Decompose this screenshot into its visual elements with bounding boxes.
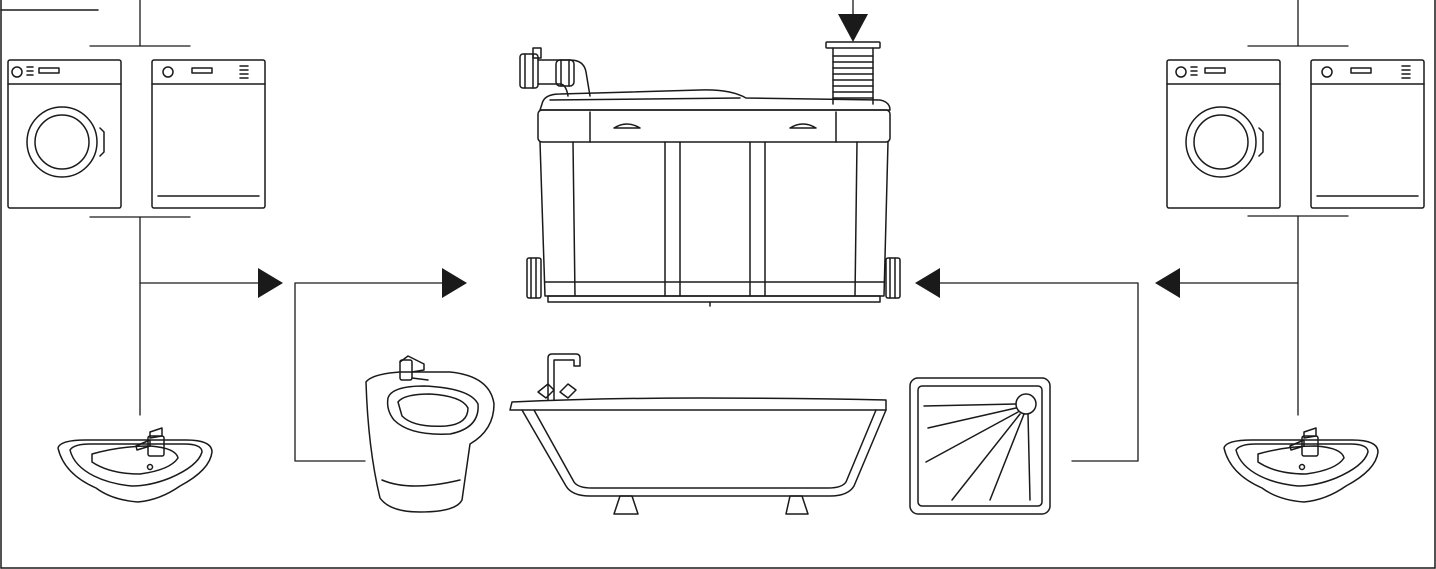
drain-pipes <box>90 0 1348 461</box>
arrow-right-icon <box>258 268 283 298</box>
dryer-right <box>1311 60 1424 208</box>
bathtub <box>510 354 886 514</box>
bidet <box>366 356 494 512</box>
washing-machine-left <box>8 60 121 208</box>
arrow-right-icon <box>442 268 467 298</box>
washbasin-left <box>58 428 212 502</box>
arrow-left-icon <box>1155 268 1180 298</box>
washing-machine-right <box>1167 60 1280 208</box>
arrow-left-icon <box>915 268 940 298</box>
pump-unit <box>520 42 900 306</box>
flow-arrows <box>258 14 1180 298</box>
arrow-down-icon <box>838 14 868 42</box>
washbasin-right <box>1224 428 1378 502</box>
shower-tray <box>910 378 1050 514</box>
dryer-left <box>152 60 265 208</box>
